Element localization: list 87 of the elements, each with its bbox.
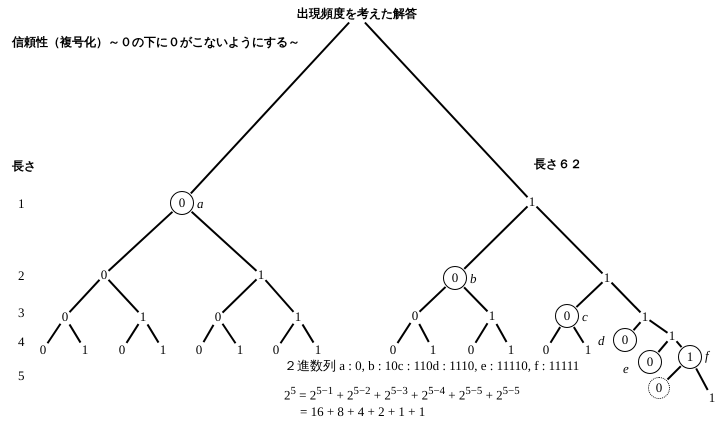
branch-line bbox=[676, 340, 682, 348]
formula-text: = 16 + 8 + 4 + 2 + 1 + 1 bbox=[300, 404, 426, 420]
bit-label: 0 bbox=[542, 343, 550, 357]
bit-label: 1 bbox=[528, 195, 536, 209]
bit-label: 0 bbox=[62, 310, 68, 324]
branch-line bbox=[146, 324, 160, 344]
bit-label: 1 bbox=[430, 343, 436, 357]
row-number: 3 bbox=[18, 305, 24, 321]
letter-label: d bbox=[598, 334, 604, 348]
branch-line bbox=[302, 324, 314, 344]
bit-label: 1 bbox=[160, 343, 166, 357]
bit-label: 0 bbox=[100, 268, 108, 282]
letter-label: b bbox=[470, 272, 476, 286]
letter-label: f bbox=[705, 349, 709, 363]
branch-line bbox=[126, 324, 140, 344]
branch-line bbox=[222, 278, 258, 314]
branch-line bbox=[280, 323, 294, 344]
bit-label: 1 bbox=[314, 343, 322, 357]
bit-label: 1 bbox=[294, 310, 302, 324]
branch-line bbox=[68, 324, 82, 344]
letter-label: a bbox=[197, 197, 204, 211]
bit-label: 0 bbox=[412, 309, 418, 323]
bit-label: 0 bbox=[196, 343, 202, 357]
letter-label: e bbox=[623, 362, 629, 376]
bit-label: 0 bbox=[452, 271, 458, 285]
note-text: 信頼性（複号化）～０の下に０がこないようにする～ bbox=[12, 34, 300, 51]
branch-line bbox=[666, 365, 682, 380]
bit-label: 1 bbox=[708, 391, 716, 405]
bit-label: 0 bbox=[646, 355, 654, 369]
branch-line bbox=[474, 322, 488, 344]
branch-line bbox=[550, 326, 562, 344]
bit-label: 1 bbox=[668, 329, 676, 343]
length-note: 長さ６２ bbox=[534, 156, 582, 173]
bit-label: 1 bbox=[508, 343, 514, 357]
branch-line bbox=[695, 368, 709, 390]
row-number: 5 bbox=[18, 368, 24, 384]
branch-line bbox=[572, 326, 584, 344]
bit-label: 0 bbox=[118, 343, 126, 357]
branch-line bbox=[658, 340, 668, 353]
row-number: 2 bbox=[18, 268, 24, 284]
bit-label: 1 bbox=[258, 268, 264, 282]
bit-label: 1 bbox=[604, 271, 610, 285]
branch-line bbox=[396, 322, 412, 344]
bit-label: 1 bbox=[236, 343, 244, 357]
bit-label: 1 bbox=[140, 310, 146, 324]
bit-label: 0 bbox=[272, 343, 280, 357]
dotted-circle-node bbox=[648, 377, 670, 399]
bit-label: 1 bbox=[686, 350, 694, 364]
bit-label: 0 bbox=[622, 333, 628, 347]
branch-line bbox=[190, 22, 350, 194]
root-label: 出現頻度を考えた解答 bbox=[297, 6, 417, 22]
axis-heading: 長さ bbox=[12, 158, 36, 175]
bit-label: 0 bbox=[656, 381, 662, 395]
branch-line bbox=[108, 211, 174, 272]
row-number: 1 bbox=[18, 196, 24, 212]
formula-text: 2$^{5}$ = 2$^{5−1}$ + 2$^{5−2}$ + 2$^{5−3}$ + 2$^{5−4}$ + 2$^{5−5}$ + 2$^{5−5}$ bbox=[284, 385, 520, 404]
branch-line bbox=[222, 323, 236, 344]
branch-line bbox=[648, 319, 668, 334]
formula-text: ２進数列 a : 0, b : 10c : 110d : 1110, e : 11110, f : 11111 bbox=[284, 357, 580, 375]
bit-label: 1 bbox=[584, 343, 592, 357]
bit-label: 0 bbox=[40, 343, 46, 357]
branch-line bbox=[536, 206, 604, 274]
branch-line bbox=[68, 279, 100, 313]
bit-label: 1 bbox=[488, 309, 496, 323]
branch-line bbox=[264, 279, 294, 313]
branch-line bbox=[464, 206, 528, 270]
bit-label: 0 bbox=[564, 309, 570, 323]
branch-line bbox=[364, 22, 528, 198]
branch-line bbox=[202, 324, 214, 343]
letter-label: c bbox=[582, 310, 588, 324]
bit-label: 0 bbox=[390, 343, 396, 357]
branch-line bbox=[610, 282, 642, 314]
bit-label: 1 bbox=[82, 343, 88, 357]
bit-label: 0 bbox=[214, 310, 222, 324]
branch-line bbox=[418, 324, 430, 342]
bit-label: 1 bbox=[642, 310, 648, 324]
branch-line bbox=[632, 322, 642, 331]
branch-line bbox=[418, 286, 446, 312]
bit-label: 0 bbox=[178, 196, 186, 210]
bit-label: 0 bbox=[468, 343, 474, 357]
branch-line bbox=[108, 279, 140, 313]
branch-line bbox=[463, 286, 488, 312]
branch-line bbox=[190, 211, 258, 272]
branch-line bbox=[46, 323, 62, 344]
branch-line bbox=[496, 324, 508, 342]
branch-line bbox=[576, 282, 604, 308]
row-number: 4 bbox=[18, 334, 24, 350]
